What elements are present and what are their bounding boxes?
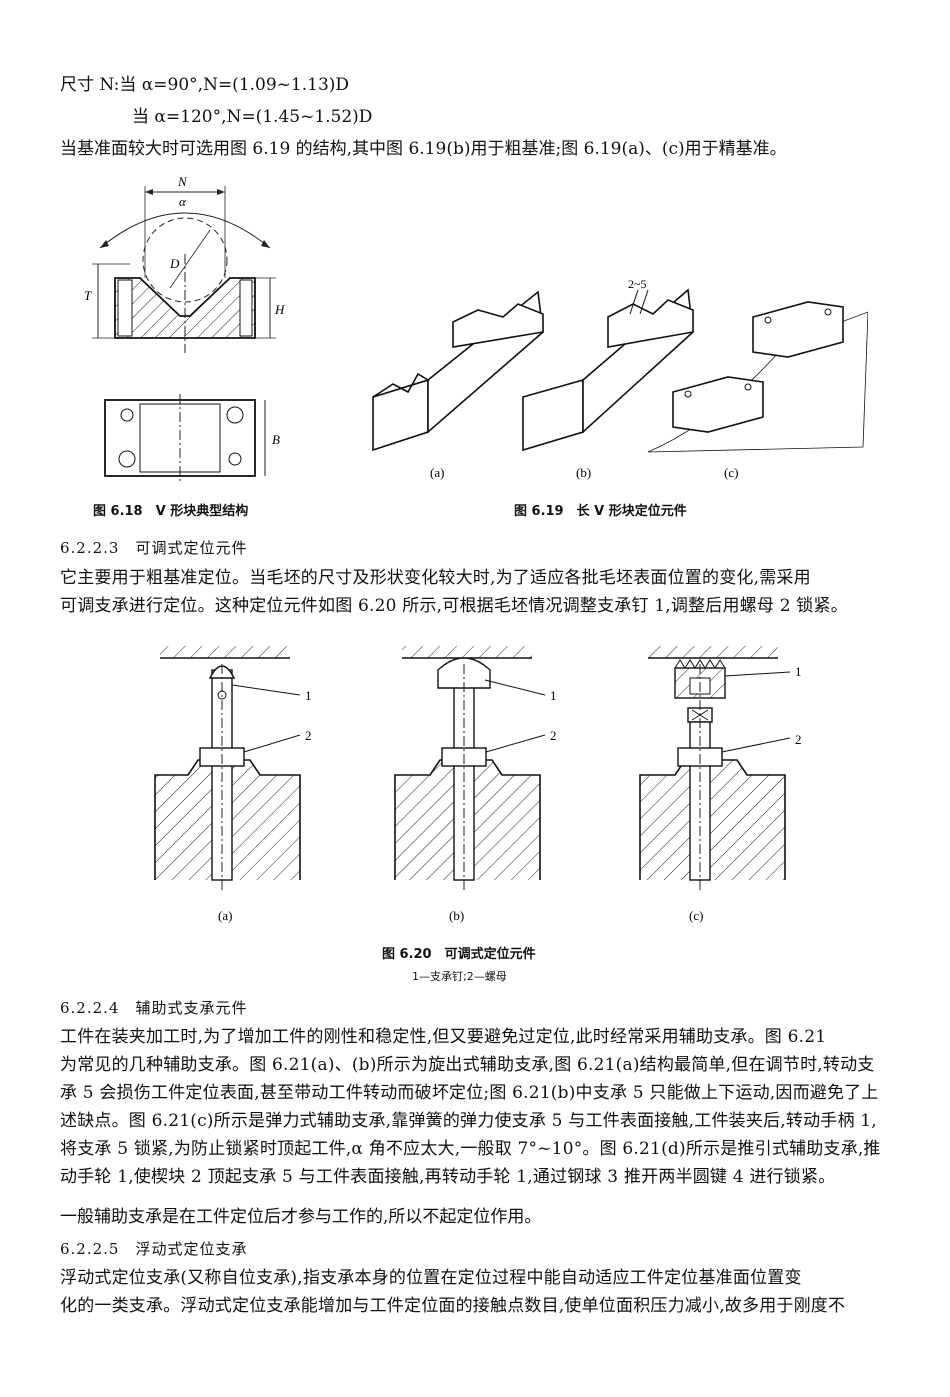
fig620c-n2: 2	[795, 732, 802, 747]
figure-6-18-drawing: N α D T H B	[84, 174, 285, 482]
sec624-para-line-5: 将支承 5 锁紧,为防止锁紧时顶起工件,α 角不应太大,一般取 7°~10°。图…	[60, 1139, 881, 1159]
fig620a-n1: 1	[305, 688, 312, 703]
section-6-2-2-3-title: 6.2.2.3 可调式定位元件	[60, 539, 248, 557]
base-plane-sentence: 当基准面较大时可选用图 6.19 的结构,其中图 6.19(b)用于粗基准;图 …	[60, 139, 787, 159]
fig619-sub-a: (a)	[430, 465, 444, 480]
sec625-para-line-2: 化的一类支承。浮动式定位支承能增加与工件定位面的接触点数目,使单位面积压力减小,…	[60, 1296, 846, 1316]
sec624-para-line-6: 动手轮 1,使楔块 2 顶起支承 5 与工件表面接触,再转动手轮 1,通过钢球 …	[60, 1167, 836, 1187]
fig619-sub-c: (c)	[724, 465, 738, 480]
size-n-line-2: 当 α=120°,N=(1.45~1.52)D	[132, 107, 373, 127]
fig620b-n1: 1	[550, 688, 557, 703]
sec623-para-line-2: 可调支承进行定位。这种定位元件如图 6.20 所示,可根据毛坯情况调整支承钉 1…	[60, 596, 848, 616]
label-t: T	[84, 288, 92, 303]
figure-6-20-drawing: 1 2 1 2 1 2 (a) (b) (c)	[154, 646, 802, 923]
fig620-sub-a: (a)	[218, 908, 232, 923]
sec624-para-line-3: 承 5 会损伤工件定位表面,甚至带动工件转动而破坏定位;图 6.21(b)中支承…	[60, 1083, 879, 1103]
figure-6-20-legend: 1—支承钉;2—螺母	[412, 970, 507, 983]
figure-6-19-caption: 图 6.19 长 V 形块定位元件	[514, 504, 687, 519]
fig620-sub-b: (b)	[449, 908, 464, 923]
fig620a-n2: 2	[305, 728, 312, 743]
section-6-2-2-4-title: 6.2.2.4 辅助式支承元件	[60, 999, 248, 1017]
sec624-para-line-2: 为常见的几种辅助支承。图 6.21(a)、(b)所示为旋出式辅助支承,图 6.2…	[60, 1055, 875, 1075]
section-6-2-2-5-title: 6.2.2.5 浮动式定位支承	[60, 1240, 248, 1258]
sec625-para-line-1: 浮动式定位支承(又称自位支承),指支承本身的位置在定位过程中能自动适应工件定位基…	[60, 1268, 802, 1288]
label-alpha: α	[179, 194, 187, 209]
figure-6-18-caption: 图 6.18 V 形块典型结构	[93, 504, 249, 519]
dim-2-5: 2~5	[628, 277, 647, 291]
label-b: B	[272, 432, 280, 447]
label-h: H	[274, 302, 285, 317]
sec624-para-line-1: 工件在装夹加工时,为了增加工件的刚性和稳定性,但又要避免过定位,此时经常采用辅助…	[60, 1027, 827, 1047]
figure-6-19-drawing: 2~5 (a) (b) (c)	[372, 277, 868, 480]
fig620c-n1: 1	[795, 664, 802, 679]
fig619-sub-b: (b)	[576, 465, 591, 480]
sec623-para-line-1: 它主要用于粗基准定位。当毛坯的尺寸及形状变化较大时,为了适应各批毛坯表面位置的变…	[60, 568, 811, 588]
label-n: N	[177, 174, 188, 189]
sec624-para2: 一般辅助支承是在工件定位后才参与工作的,所以不起定位作用。	[60, 1207, 542, 1227]
fig620b-n2: 2	[550, 728, 557, 743]
sec624-para-line-4: 述缺点。图 6.21(c)所示是弹力式辅助支承,靠弹簧的弹力使支承 5 与工件表…	[60, 1111, 877, 1131]
figure-6-20-caption: 图 6.20 可调式定位元件	[382, 947, 536, 962]
size-n-line-1: 尺寸 N:当 α=90°,N=(1.09~1.13)D	[60, 75, 350, 95]
label-d: D	[169, 256, 180, 271]
fig620-sub-c: (c)	[689, 908, 703, 923]
